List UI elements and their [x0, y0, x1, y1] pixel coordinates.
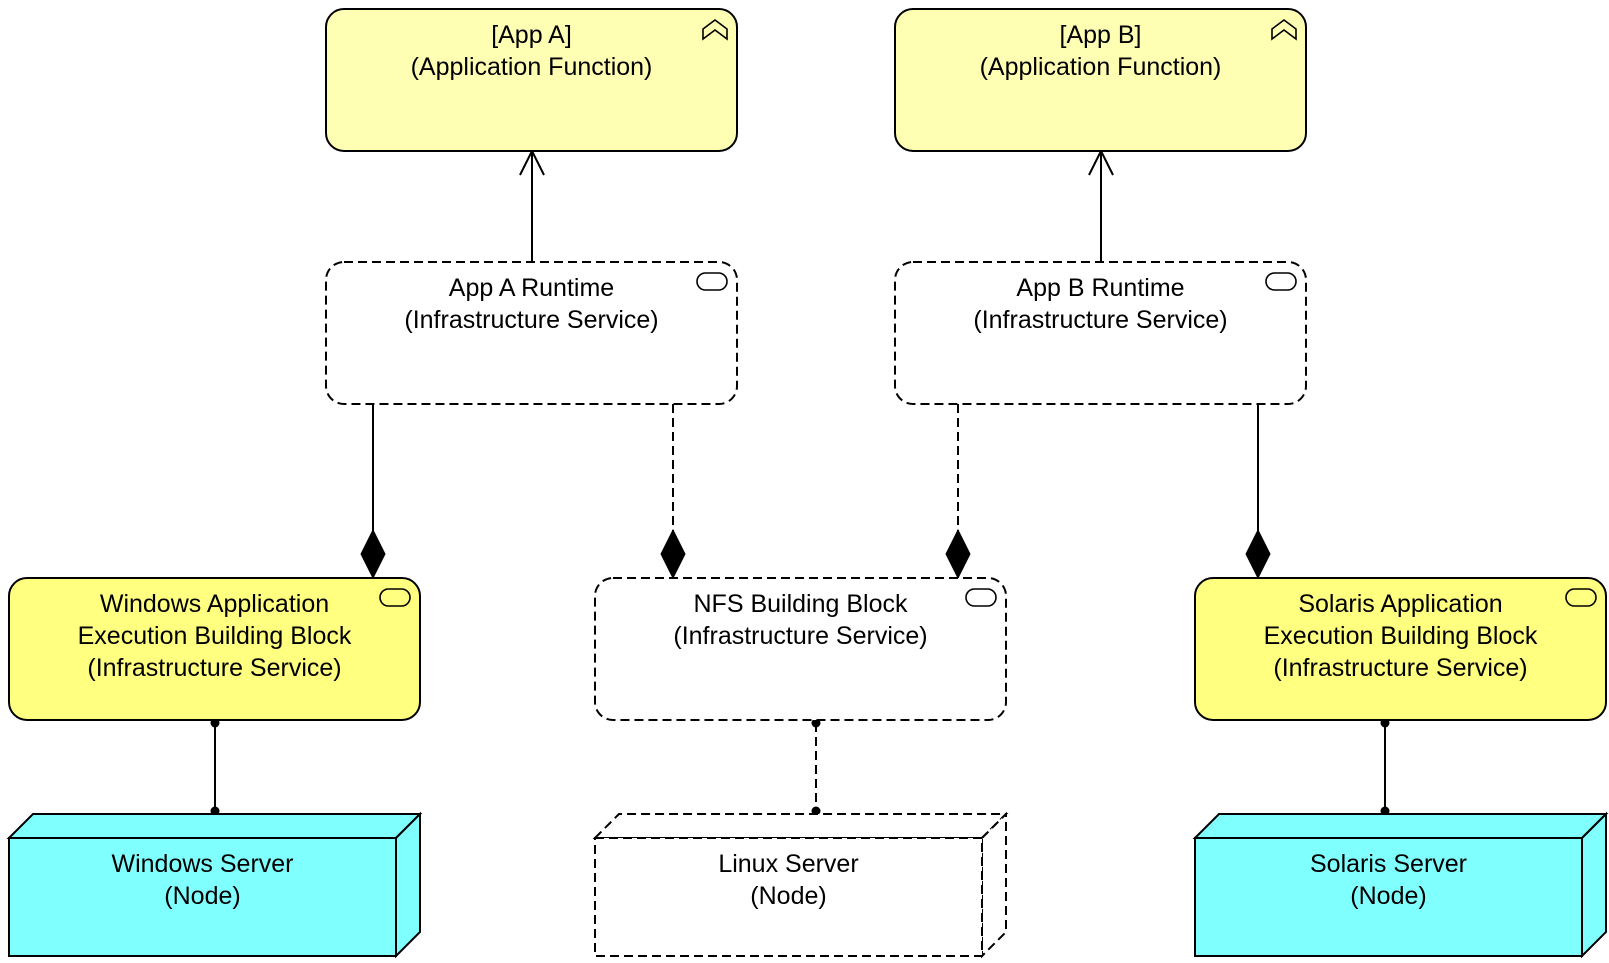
element-label-line: Windows Server: [112, 850, 294, 878]
relation-assignment-solaris_bb-to-solaris_server[interactable]: [1380, 718, 1390, 816]
relation-composition-app_a_runtime-to-windows_bb[interactable]: [360, 404, 386, 580]
element-label-line: App B Runtime: [1016, 274, 1184, 302]
element-box: [1194, 577, 1607, 721]
element-label-line: [App A]: [491, 21, 572, 49]
element-label: App B Runtime (Infrastructure Service): [973, 274, 1227, 334]
element-label-line: (Infrastructure Service): [973, 306, 1227, 334]
element-label: Solaris Server (Node): [1310, 850, 1467, 910]
relation-composition-app_a_runtime-to-nfs_bb[interactable]: [660, 404, 686, 580]
element-app-a[interactable]: [App A] (Application Function): [325, 8, 738, 152]
element-label-line: (Infrastructure Service): [673, 622, 927, 650]
composition-diamond: [945, 528, 971, 580]
element-label-line: Execution Building Block: [1264, 622, 1538, 650]
element-box: [325, 8, 738, 152]
elements-layer: [App A] (Application Function) [App B] (App…: [6, 8, 1609, 959]
element-label: [App A] (Application Function): [411, 21, 653, 81]
element-label: NFS Building Block (Infrastructure Servic…: [673, 590, 927, 650]
element-label-line: Execution Building Block: [78, 622, 352, 650]
node-top-face: [6, 813, 423, 839]
service-icon: [965, 588, 997, 607]
element-box: [325, 261, 738, 405]
element-label-line: Linux Server: [718, 850, 858, 878]
element-label-line: Solaris Server: [1310, 850, 1467, 878]
element-label-line: App A Runtime: [449, 274, 614, 302]
relation-serving-app_a_runtime-to-app_a[interactable]: [519, 148, 545, 262]
node-side-face: [981, 811, 1007, 959]
element-app-b[interactable]: [App B] (Application Function): [894, 8, 1307, 152]
element-box: [594, 577, 1007, 721]
function-icon: [702, 19, 728, 41]
element-label: Linux Server (Node): [718, 850, 858, 910]
relation-composition-app_b_runtime-to-solaris_bb[interactable]: [1245, 404, 1271, 580]
relation-serving-app_b_runtime-to-app_b[interactable]: [1088, 148, 1114, 262]
element-label-line: (Node): [1350, 882, 1426, 910]
element-box: [8, 577, 421, 721]
element-app-a-runtime[interactable]: App A Runtime (Infrastructure Service): [325, 261, 738, 405]
service-icon: [1565, 588, 1597, 607]
element-label-line: (Infrastructure Service): [1273, 654, 1527, 682]
node-side-face: [395, 811, 421, 959]
node-side-face: [1581, 811, 1607, 959]
element-label: App A Runtime (Infrastructure Service): [404, 274, 658, 334]
node-front-face: [8, 837, 397, 957]
element-label-line: (Infrastructure Service): [404, 306, 658, 334]
element-label-line: Windows Application: [100, 590, 329, 618]
element-box: [894, 261, 1307, 405]
node-top-face: [1192, 813, 1609, 839]
relation-composition-app_b_runtime-to-nfs_bb[interactable]: [945, 404, 971, 580]
element-label-line: [App B]: [1060, 21, 1142, 49]
composition-diamond: [660, 528, 686, 580]
element-label-line: (Application Function): [980, 53, 1222, 81]
element-label-line: NFS Building Block: [694, 590, 908, 618]
element-label-line: (Node): [750, 882, 826, 910]
node-front-face: [594, 837, 983, 957]
composition-diamond: [1245, 528, 1271, 580]
element-windows-server[interactable]: Windows Server (Node): [6, 811, 423, 959]
node-top-face: [592, 813, 1009, 839]
element-linux-server[interactable]: Linux Server (Node): [592, 811, 1009, 959]
node-front-face: [1194, 837, 1583, 957]
service-icon: [696, 272, 728, 291]
element-label: [App B] (Application Function): [980, 21, 1222, 81]
element-box: [894, 8, 1307, 152]
service-icon: [1265, 272, 1297, 291]
element-label: Windows Server (Node): [112, 850, 294, 910]
element-label-line: (Node): [164, 882, 240, 910]
element-label-line: (Application Function): [411, 53, 653, 81]
composition-diamond: [360, 528, 386, 580]
element-solaris-server[interactable]: Solaris Server (Node): [1192, 811, 1609, 959]
relation-assignment-windows_bb-to-windows_server[interactable]: [210, 718, 220, 816]
element-label-line: (Infrastructure Service): [87, 654, 341, 682]
service-icon: [379, 588, 411, 607]
relation-assignment-nfs_bb-to-linux_server[interactable]: [811, 718, 821, 816]
element-app-b-runtime[interactable]: App B Runtime (Infrastructure Service): [894, 261, 1307, 405]
function-icon: [1271, 19, 1297, 41]
element-nfs-bb[interactable]: NFS Building Block (Infrastructure Servic…: [594, 577, 1007, 721]
element-label-line: Solaris Application: [1298, 590, 1502, 618]
